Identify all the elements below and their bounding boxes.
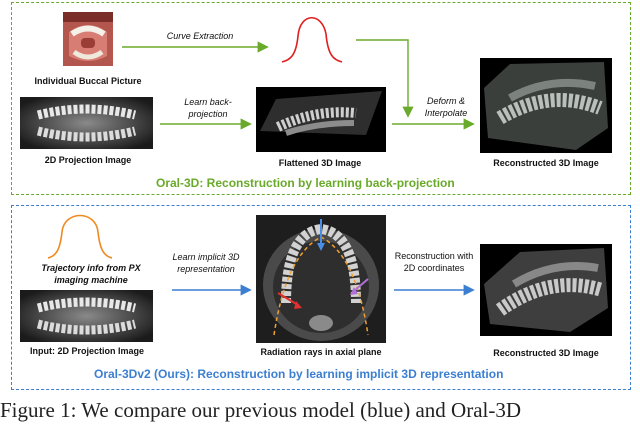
bottom-panel-title: Oral-3Dv2 (Ours): Reconstruction by lear… <box>94 367 504 381</box>
reconstruction-coords-label: Reconstruction with 2D coordinates <box>394 251 474 273</box>
curve-extraction-label: Curve Extraction <box>166 31 234 41</box>
axial-ct-image <box>256 215 386 343</box>
projection-image-top <box>20 97 153 149</box>
figure-caption: Figure 1: We compare our previous model … <box>0 398 522 422</box>
top-panel-title: Oral-3D: Reconstruction by learning back… <box>156 176 455 190</box>
trajectory-curve <box>47 214 113 259</box>
buccal-picture <box>63 12 113 66</box>
top-panel-border <box>11 2 631 195</box>
reconstructed-3d-image-bottom <box>480 244 612 336</box>
reconstructed-label-top: Reconstructed 3D Image <box>493 158 599 168</box>
bottom-panel-border <box>11 205 631 390</box>
flattened-label: Flattened 3D Image <box>278 158 362 168</box>
reconstructed-label-bottom: Reconstructed 3D Image <box>493 348 599 358</box>
extracted-curve <box>281 17 343 63</box>
flattened-3d-image <box>256 87 386 152</box>
trajectory-label: Trajectory info from PX imaging machine <box>41 263 141 285</box>
learn-backprojection-label: Learn back-projection <box>184 97 232 119</box>
curve-to-deform-arrow <box>356 39 414 118</box>
deform-label: Deform & Interpolate <box>424 96 468 118</box>
buccal-label: Individual Buccal Picture <box>34 76 142 86</box>
projection-label: 2D Projection Image <box>44 155 132 165</box>
projection-image-bottom <box>20 290 153 342</box>
radiation-label: Radiation rays in axial plane <box>260 347 382 357</box>
input-label: Input: 2D Projection Image <box>29 346 144 356</box>
learn-implicit-label: Learn implicit 3D representation <box>172 252 240 274</box>
reconstructed-3d-image-top <box>480 58 612 153</box>
